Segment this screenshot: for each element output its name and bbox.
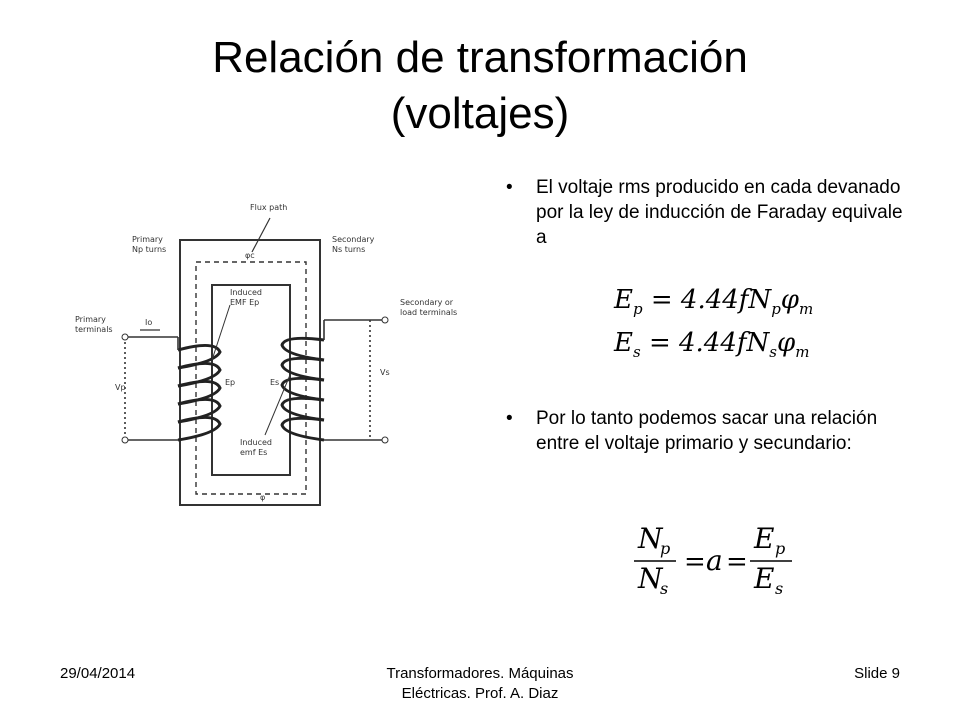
bullet-text: Por lo tanto podemos sacar una relación … <box>536 408 878 454</box>
title-line-2: (voltajes) <box>390 89 570 138</box>
label-phi-c: φc <box>245 251 255 260</box>
emf-p-arrow <box>211 304 231 361</box>
flux-path-arrow <box>251 217 271 253</box>
primary-wires <box>124 336 179 441</box>
core-outer <box>179 239 321 506</box>
label-es: Es <box>270 378 279 387</box>
label-vp: Vp <box>115 383 126 392</box>
label-secondary-terminals-2: load terminals <box>400 308 457 317</box>
label-phi-bottom: φ <box>260 493 265 502</box>
secondary-wires <box>323 319 385 441</box>
emf-s-arrow <box>264 374 291 436</box>
primary-terminal-top <box>121 333 129 341</box>
ratio-eq2: = <box>726 547 748 577</box>
footer-course: Transformadores. Máquinas Eléctricas. Pr… <box>320 664 640 704</box>
label-induced-emf-s-1: Induced <box>240 438 272 447</box>
label-ep: Ep <box>225 378 235 387</box>
secondary-terminal-bottom <box>381 436 389 444</box>
label-secondary: Secondary <box>332 235 375 244</box>
equation-es: Es = 4.44fNsφm <box>614 328 810 362</box>
slide-title: Relación de transformación (voltajes) <box>60 30 900 142</box>
ratio-ep: E <box>753 522 774 555</box>
secondary-coil <box>280 336 325 442</box>
label-primary-turns: Np turns <box>132 245 166 254</box>
ratio-eq1: = <box>684 547 706 577</box>
ratio-es-sub: s <box>775 579 783 598</box>
bullet-marker: • <box>506 177 513 198</box>
label-primary-terminals-2: terminals <box>75 325 113 334</box>
ratio-ns: N <box>637 562 664 595</box>
ratio-ns-sub: s <box>660 579 668 598</box>
ratio-np-sub: p <box>660 539 670 558</box>
title-line-1: Relación de transformación <box>212 33 748 82</box>
bullet-marker: • <box>506 408 513 429</box>
bullet-item: • Por lo tanto podemos sacar una relació… <box>500 406 910 456</box>
primary-coil <box>177 344 222 442</box>
footer-course-line-2: Eléctricas. Prof. A. Diaz <box>401 685 559 702</box>
primary-terminal-bottom <box>121 436 129 444</box>
ratio-a: a <box>706 544 723 577</box>
ratio-equation: N p N s = a = E p E s <box>634 522 792 598</box>
label-secondary-turns: Ns turns <box>332 245 365 254</box>
label-secondary-terminals-1: Secondary or <box>400 298 454 307</box>
footer-date: 29/04/2014 <box>60 665 136 682</box>
label-induced-emf-s-2: emf Es <box>240 448 267 457</box>
bullet-item: • El voltaje rms producido en cada devan… <box>500 175 910 250</box>
secondary-terminal-top <box>381 316 389 324</box>
ratio-np: N <box>637 522 664 555</box>
label-induced-emf-p-1: Induced <box>230 288 262 297</box>
label-flux-path: Flux path <box>250 203 287 212</box>
footer-course-line-1: Transformadores. Máquinas <box>386 665 574 682</box>
bullet-list-1: • El voltaje rms producido en cada devan… <box>500 175 910 250</box>
bullet-list-2: • Por lo tanto podemos sacar una relació… <box>500 406 910 456</box>
ratio-ep-sub: p <box>775 539 785 558</box>
label-primary: Primary <box>132 235 163 244</box>
label-induced-emf-p-2: EMF Ep <box>230 298 259 307</box>
equation-ep: Ep = 4.44fNpφm <box>614 285 814 319</box>
footer-slide-number: Slide 9 <box>854 665 900 682</box>
label-vs: Vs <box>380 368 390 377</box>
bullet-text: El voltaje rms producido en cada devanad… <box>536 177 903 248</box>
transformer-diagram: Flux path Primary Np turns Secondary Ns … <box>75 203 457 506</box>
ratio-es: E <box>753 562 774 595</box>
label-io: Io <box>145 318 152 327</box>
label-primary-terminals-1: Primary <box>75 315 106 324</box>
